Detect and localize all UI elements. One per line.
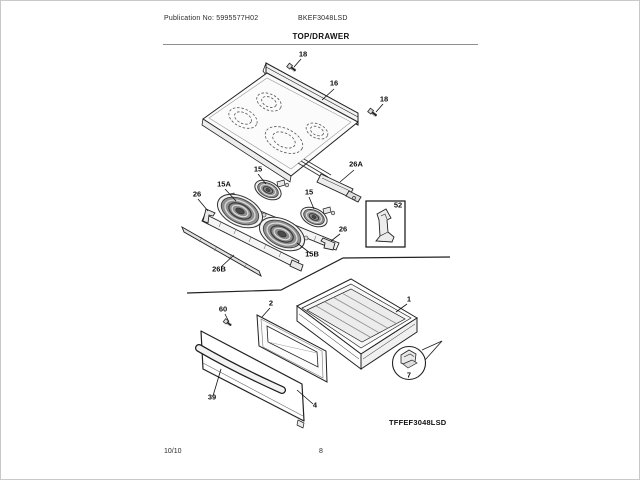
part-label-18: 18 xyxy=(379,94,389,104)
bracket-detail-52 xyxy=(365,200,406,248)
variant-model-label: TFFEF3048LSD xyxy=(389,418,447,427)
part-label-39: 39 xyxy=(207,392,217,402)
part-label-26A: 26A xyxy=(349,159,363,169)
screw-18-right-icon xyxy=(367,107,378,117)
part-label-16: 16 xyxy=(329,78,339,88)
bracket-26-left xyxy=(202,208,216,224)
publication-number: Publication No: 5995577H02 xyxy=(164,15,259,22)
drawer-handle-39 xyxy=(195,344,286,394)
part-label-26: 26 xyxy=(192,189,202,199)
part-label-15B: 15B xyxy=(305,249,319,259)
footer-page-number: 8 xyxy=(319,448,323,455)
drawer-body-1 xyxy=(296,278,418,370)
screw-60-icon xyxy=(222,318,232,327)
cooktop-main-top-16 xyxy=(201,62,359,183)
part-label-4: 4 xyxy=(312,400,318,410)
part-label-18: 18 xyxy=(298,49,308,59)
drawer-inner-panel-2 xyxy=(256,314,328,383)
surface-element-15-top xyxy=(254,179,290,201)
page-title: TOP/DRAWER xyxy=(292,32,350,41)
part-label-26B: 26B xyxy=(212,264,226,274)
part-label-15: 15 xyxy=(253,164,263,174)
part-label-60: 60 xyxy=(218,304,228,314)
model-number: BKEF3048LSD xyxy=(298,15,348,22)
surface-element-15b xyxy=(259,216,309,252)
part-label-2: 2 xyxy=(268,298,274,308)
leader-lines xyxy=(197,58,408,405)
part-label-52: 52 xyxy=(393,200,403,210)
section-separator-line xyxy=(186,256,451,294)
part-label-7: 7 xyxy=(406,370,412,380)
terminal-block-26a xyxy=(316,173,362,203)
part-label-1: 1 xyxy=(406,294,412,304)
part-label-15: 15 xyxy=(304,187,314,197)
surface-element-15-right xyxy=(300,206,336,228)
part-label-26: 26 xyxy=(338,224,348,234)
header-divider xyxy=(163,44,478,45)
screw-18-top-icon xyxy=(286,62,297,72)
footer-date: 10/10 xyxy=(164,448,182,455)
trim-strip-26b xyxy=(181,225,262,278)
part-label-15A: 15A xyxy=(217,179,231,189)
bracket-26-right xyxy=(320,237,336,251)
drawer-bracket-detail-7 xyxy=(391,340,443,381)
